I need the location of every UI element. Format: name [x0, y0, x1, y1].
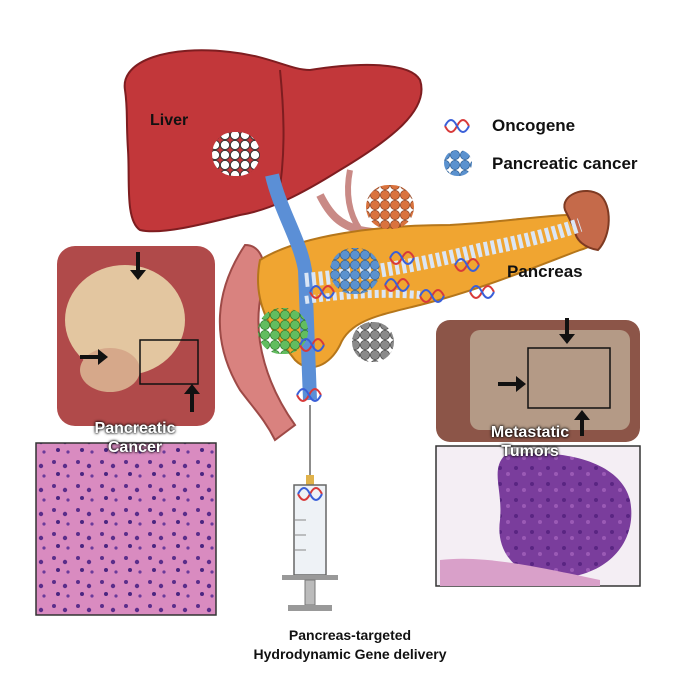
- caption-line: Pancreas-targeted: [288, 627, 412, 643]
- metastatic-tumors-label: Metastatic Tumors: [470, 423, 590, 461]
- pancreatic-cancer-icon: [444, 150, 472, 176]
- pancreas-label: Pancreas: [507, 262, 583, 281]
- pancreatic-cancer-photo: [57, 246, 215, 426]
- label-line: Metastatic: [490, 424, 570, 441]
- liver-tumor: [212, 132, 260, 176]
- oncogene-icon: [444, 119, 470, 133]
- tumor-blue: [330, 248, 380, 294]
- syringe: [282, 475, 338, 611]
- arrow-down-icon: [559, 318, 575, 344]
- caption: Pancreas-targeted Hydrodynamic Gene deli…: [150, 626, 550, 664]
- tumor-orange: [366, 185, 414, 229]
- legend-oncogene: Oncogene: [492, 116, 576, 135]
- caption-line: Hydrodynamic Gene delivery: [253, 646, 447, 662]
- tumor-green: [258, 308, 308, 354]
- metastatic-tumors-histology: [435, 445, 641, 587]
- arrow-right-icon: [498, 376, 526, 392]
- legend-pancreatic-cancer: Pancreatic cancer: [492, 154, 638, 173]
- metastatic-tumors-photo: [436, 318, 640, 442]
- pancreas-tail: [563, 190, 610, 252]
- arrow-right-icon: [80, 349, 108, 365]
- bile-duct: [265, 173, 317, 401]
- liver: [123, 49, 423, 233]
- liver-label: Liver: [150, 112, 189, 129]
- label-line: Tumors: [501, 443, 559, 460]
- label-line: Cancer: [107, 439, 163, 456]
- arrow-down-icon: [130, 252, 146, 280]
- label-line: Pancreatic: [94, 420, 176, 437]
- pancreatic-cancer-label: Pancreatic Cancer: [70, 419, 200, 457]
- arrow-up-icon: [184, 384, 200, 412]
- arrow-up-icon: [574, 410, 590, 436]
- tumor-gray: [352, 322, 394, 362]
- pancreatic-cancer-histology: [35, 442, 217, 616]
